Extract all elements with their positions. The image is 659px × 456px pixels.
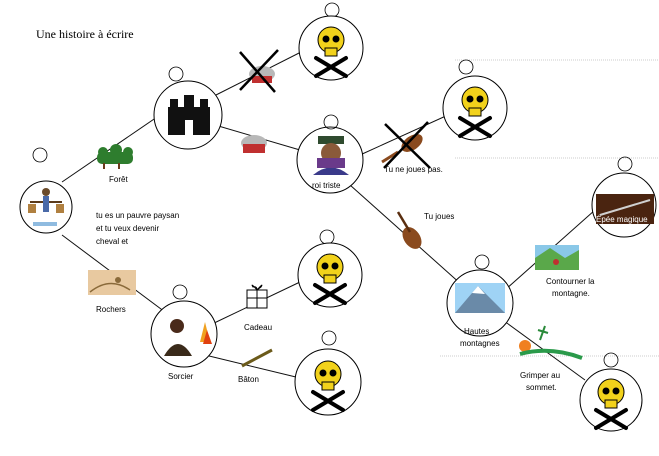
stick-icon xyxy=(241,348,273,368)
castle-icon xyxy=(168,95,210,135)
gift-icon xyxy=(246,284,268,309)
edge-label-rocks: Rochers xyxy=(96,305,126,314)
node-death[interactable] xyxy=(298,2,364,81)
node-death[interactable] xyxy=(297,229,363,308)
helmet-icon xyxy=(241,135,267,153)
sword-label: Épée magique xyxy=(596,215,648,224)
crossed-violin-icon xyxy=(381,121,431,169)
edge-label-go-around: montagne. xyxy=(552,289,590,298)
node-start[interactable] xyxy=(19,147,73,234)
edge-label-stick: Bâton xyxy=(238,375,259,384)
mountains-label-line: montagnes xyxy=(460,339,500,348)
node-king[interactable] xyxy=(296,114,364,194)
magic-sword-icon xyxy=(596,194,654,224)
skull-crossbones-icon xyxy=(594,378,628,430)
node-castle[interactable] xyxy=(153,66,223,150)
node-sorcerer[interactable] xyxy=(150,284,218,368)
skull-crossbones-icon xyxy=(313,253,347,305)
forest-icon xyxy=(97,144,133,169)
sorcerer-fire-icon xyxy=(164,319,212,356)
start-label-line: et tu veux devenir xyxy=(96,224,159,233)
go-around-icon xyxy=(535,245,579,270)
edge-label-go-around: Contourner la xyxy=(546,277,595,286)
edge-label-no-play: Tu ne joues pas. xyxy=(384,165,443,174)
edge-label-play: Tu joues xyxy=(424,212,454,221)
mountains-label-line: Hautes xyxy=(464,327,489,336)
violin-icon xyxy=(396,211,422,249)
edge-label-forest: Forêt xyxy=(109,175,128,184)
edge-label-climb: Grimper au xyxy=(520,371,560,380)
edge-label-gift: Cadeau xyxy=(244,323,272,332)
node-mountains[interactable] xyxy=(446,254,514,337)
skull-crossbones-icon xyxy=(311,360,345,412)
king-label: roi triste xyxy=(312,181,341,190)
peasant-icon xyxy=(28,188,64,226)
start-label-line: tu es un pauvre paysan xyxy=(96,211,179,220)
node-death[interactable] xyxy=(442,59,508,141)
climber-icon xyxy=(519,325,583,360)
node-death[interactable] xyxy=(579,352,643,432)
sad-king-icon xyxy=(313,136,349,175)
node-death[interactable] xyxy=(294,330,362,416)
mountain-icon xyxy=(455,283,505,313)
skull-crossbones-icon xyxy=(458,86,492,138)
skull-crossbones-icon xyxy=(314,26,348,78)
node-sword[interactable] xyxy=(591,156,657,238)
edge-label-climb: sommet. xyxy=(526,383,557,392)
start-label-line: cheval et xyxy=(96,237,129,246)
rocks-icon xyxy=(88,270,136,295)
crossed-helmet-icon xyxy=(239,49,279,93)
sorcerer-label: Sorcier xyxy=(168,372,194,381)
diagram-title: Une histoire à écrire xyxy=(36,27,134,41)
